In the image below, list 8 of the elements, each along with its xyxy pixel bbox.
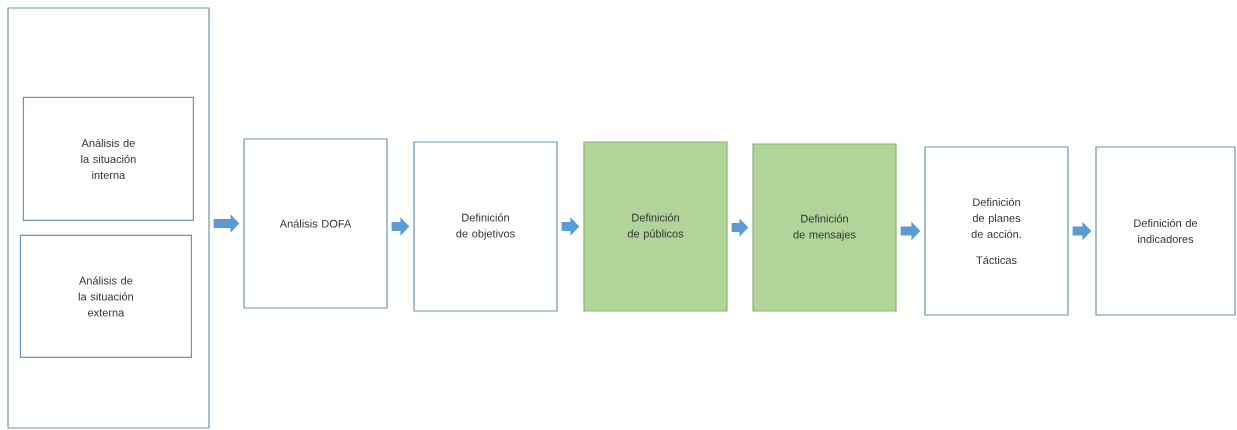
process-box: Definición de planes de acción. Tácticas bbox=[924, 146, 1069, 316]
process-box: Análisis DOFA bbox=[243, 138, 388, 309]
process-box: Definición de indicadores bbox=[1095, 146, 1236, 316]
process-box: Definición de objetivos bbox=[413, 141, 558, 312]
process-box: Definición de públicos bbox=[583, 141, 728, 312]
process-box: Análisis de la situación interna bbox=[22, 96, 194, 221]
process-box: Análisis de la situación externa bbox=[19, 234, 192, 358]
process-box: Definición de mensajes bbox=[752, 143, 897, 312]
